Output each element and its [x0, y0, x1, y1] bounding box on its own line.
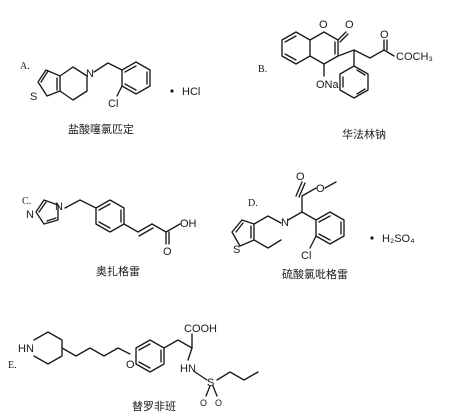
structure-d: D. O O N S Cl H₂SO₄ 硫酸氯吡格雷 [231, 171, 415, 281]
structure-e-letter: E. [8, 360, 17, 371]
structure-d-letter: D. [248, 198, 258, 209]
atom-hn-sulfonamide: HN [180, 363, 196, 375]
piperidine-ring [59, 66, 88, 101]
atom-o: O [163, 246, 172, 258]
atom-so1: O [200, 398, 207, 408]
structure-a: A. S N Cl HCl 盐酸噻氯匹定 [20, 61, 200, 136]
atom-o-ring: O [319, 19, 328, 31]
imidazole-ring [35, 199, 59, 225]
chlorophenyl-ring [315, 211, 345, 245]
atom-o-ketone: O [380, 29, 389, 41]
atom-o: O [126, 359, 135, 371]
coumarin-benzo-ring [281, 31, 311, 65]
phenyl-ring [339, 65, 369, 99]
atom-cl: Cl [301, 250, 311, 262]
atom-s: S [207, 377, 214, 389]
atom-s: S [30, 91, 37, 103]
salt-hcl: HCl [182, 86, 200, 98]
atom-ona: ONa [316, 79, 340, 91]
atom-o1: O [296, 171, 305, 183]
piperidine-ring [253, 215, 282, 249]
atom-cooh: COOH [184, 323, 217, 335]
atom-s: S [233, 244, 240, 256]
caption-a: 盐酸噻氯匹定 [68, 122, 134, 136]
structure-b: B. O O O COCH₃ ONa 华法林钠 [258, 19, 433, 141]
caption-d: 硫酸氯吡格雷 [282, 267, 348, 281]
structure-a-letter: A. [20, 61, 30, 72]
atom-cl: Cl [108, 98, 118, 110]
caption-e: 替罗非班 [132, 399, 176, 413]
atom-n1: N [55, 201, 63, 213]
structure-c: C. N N OH O 奥扎格雷 [22, 196, 197, 278]
piperidine-ring [33, 331, 63, 365]
caption-b: 华法林钠 [342, 127, 386, 141]
benzene-ring [135, 339, 165, 373]
structure-e: E. HN O COOH HN S O O 替罗非班 [8, 323, 259, 413]
atom-hn-piperidine: HN [18, 343, 34, 355]
salt-h2so4: H₂SO₄ [382, 233, 415, 245]
structure-b-letter: B. [258, 64, 267, 75]
atom-o-keto: O [345, 19, 354, 31]
structure-c-letter: C. [22, 196, 31, 207]
atom-so2: O [215, 398, 222, 408]
atom-oh: OH [180, 218, 197, 230]
thiophene-ring [231, 219, 255, 247]
pyranone-ring [309, 31, 339, 65]
atom-n: N [281, 217, 289, 229]
atom-n: N [86, 68, 94, 80]
atom-o2: O [316, 183, 325, 195]
caption-c: 奥扎格雷 [96, 264, 140, 278]
benzene-ring [95, 199, 125, 233]
thiophene-ring [37, 69, 61, 97]
acetyl-label: COCH₃ [396, 51, 433, 63]
atom-n3: N [26, 209, 34, 221]
chlorobenzene-ring [121, 61, 151, 95]
